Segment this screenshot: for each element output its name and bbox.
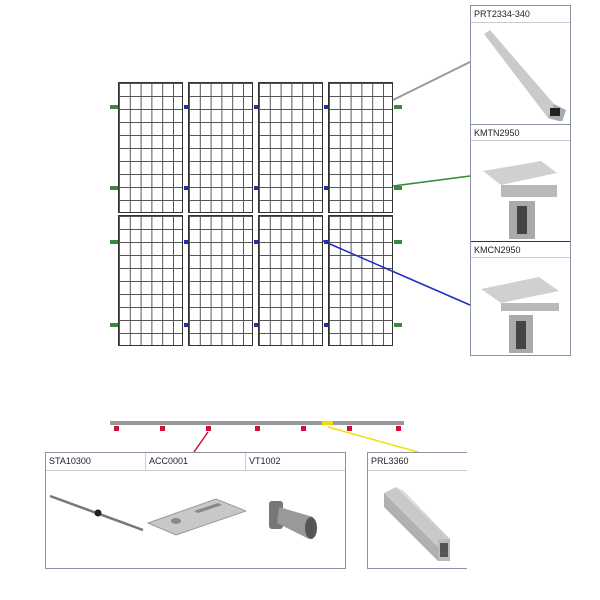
solar-panel bbox=[118, 215, 183, 346]
fixing-point-marker bbox=[206, 426, 211, 431]
solar-panel bbox=[188, 82, 253, 213]
end-clamp-marker bbox=[110, 323, 118, 327]
fixing-point-marker bbox=[255, 426, 260, 431]
product-code: PRL3360 bbox=[368, 453, 467, 471]
product-code: STA10300 bbox=[46, 453, 146, 471]
middle-clamp-marker bbox=[254, 105, 258, 109]
adapter-plate-icon bbox=[146, 498, 246, 536]
product-list-bottom: STA10300 ACC0001 VT1002 bbox=[45, 452, 346, 569]
end-clamp-leader-line bbox=[392, 175, 471, 187]
middle-clamp-leader-line bbox=[322, 240, 471, 306]
middle-clamp-marker bbox=[324, 105, 328, 109]
end-clamp-marker bbox=[110, 240, 118, 244]
end-clamp-marker bbox=[110, 105, 118, 109]
middle-clamp-marker bbox=[184, 240, 188, 244]
middle-clamp-marker bbox=[184, 323, 188, 327]
square-tube-icon bbox=[384, 487, 450, 561]
product-code: ACC0001 bbox=[146, 453, 246, 471]
product-code: PRT2334-340 bbox=[471, 6, 570, 23]
mounting-rail bbox=[110, 421, 404, 425]
solar-panel bbox=[328, 215, 393, 346]
solar-panel bbox=[188, 215, 253, 346]
middle-clamp-icon bbox=[481, 277, 559, 353]
product-connector-box: PRL3360 bbox=[367, 452, 467, 569]
end-clamp-marker bbox=[394, 186, 402, 190]
product-code: VT1002 bbox=[246, 453, 345, 471]
middle-clamp-marker bbox=[324, 323, 328, 327]
solar-panel bbox=[258, 215, 323, 346]
end-clamp-icon bbox=[483, 161, 557, 239]
product-code: KMTN2950 bbox=[471, 124, 570, 141]
product-code: KMCN2950 bbox=[471, 241, 570, 258]
middle-clamp-marker bbox=[184, 186, 188, 190]
middle-clamp-marker bbox=[254, 240, 258, 244]
product-list-right: PRT2334-340 KMTN2950 KMCN2950 bbox=[470, 5, 571, 356]
rail-leader-line bbox=[392, 61, 471, 101]
end-clamp-marker bbox=[394, 105, 402, 109]
fixing-leader-line bbox=[193, 431, 209, 453]
fixing-point-marker bbox=[114, 426, 119, 431]
middle-clamp-marker bbox=[254, 186, 258, 190]
connector-leader-line bbox=[327, 426, 419, 453]
fixing-point-marker bbox=[396, 426, 401, 431]
fixing-point-marker bbox=[347, 426, 352, 431]
end-clamp-marker bbox=[394, 240, 402, 244]
solar-panel bbox=[328, 82, 393, 213]
fixing-point-marker bbox=[160, 426, 165, 431]
fixing-point-marker bbox=[301, 426, 306, 431]
end-clamp-marker bbox=[394, 323, 402, 327]
middle-clamp-marker bbox=[324, 186, 328, 190]
t-bolt-icon bbox=[269, 501, 317, 539]
rail-connector bbox=[322, 421, 333, 425]
middle-clamp-marker bbox=[254, 323, 258, 327]
solar-panel bbox=[258, 82, 323, 213]
end-clamp-marker bbox=[110, 186, 118, 190]
hanger-bolt-icon bbox=[49, 494, 144, 532]
rail-profile-icon bbox=[484, 30, 566, 121]
middle-clamp-marker bbox=[184, 105, 188, 109]
solar-panel bbox=[118, 82, 183, 213]
